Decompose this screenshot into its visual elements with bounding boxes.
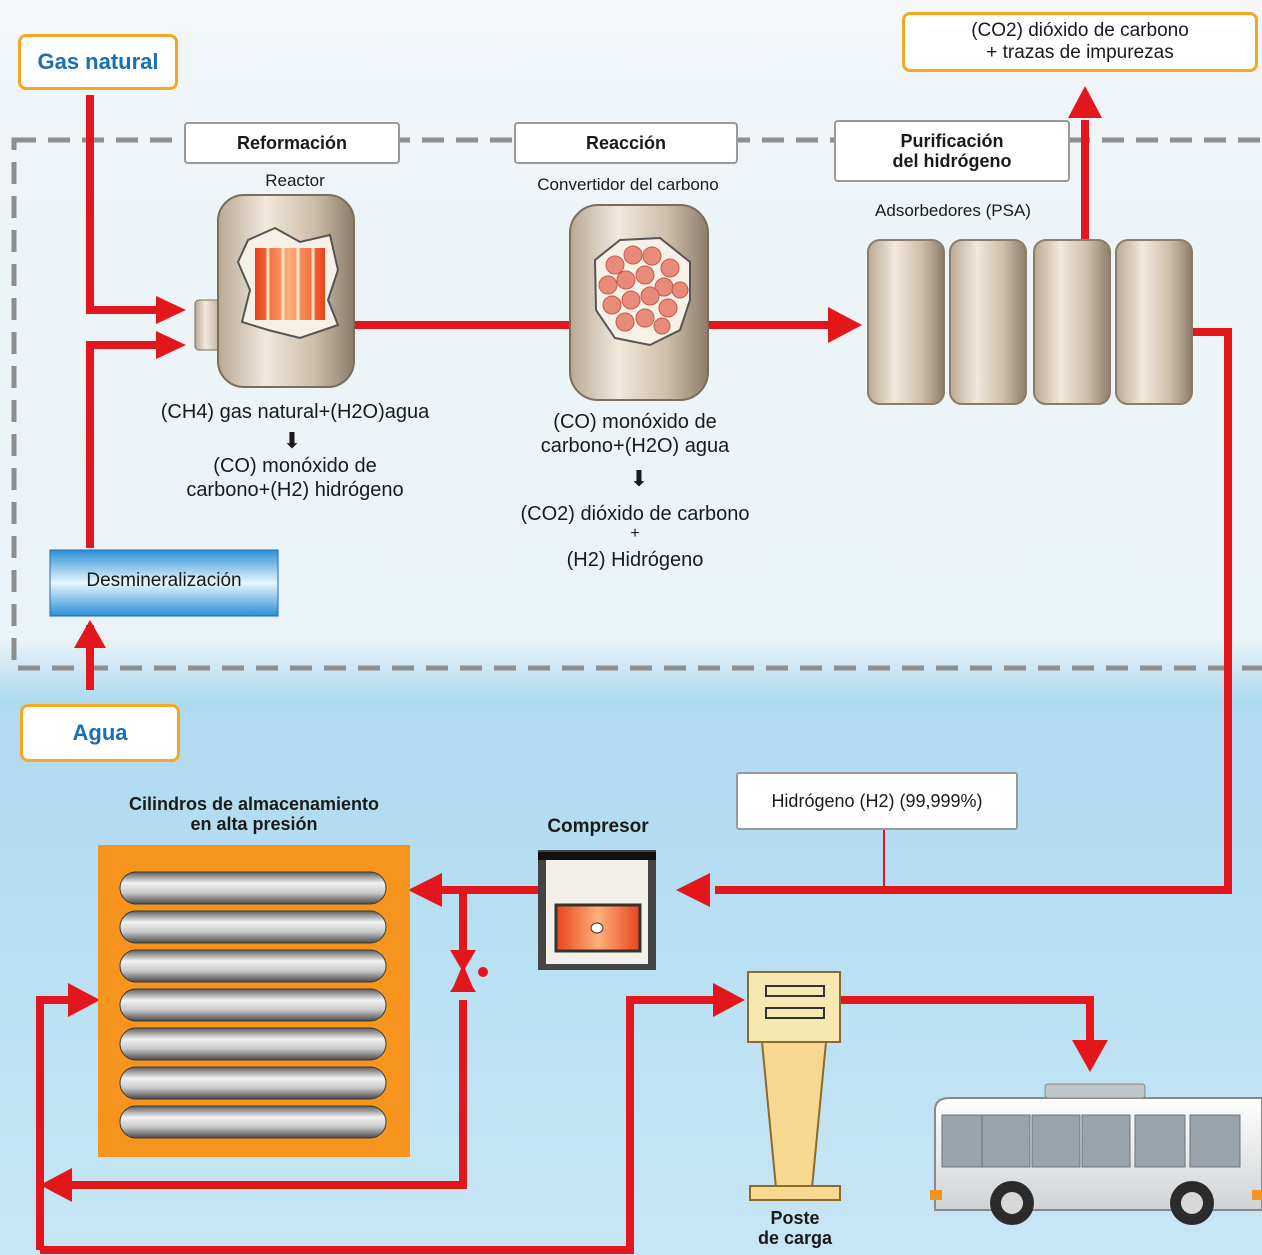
converter-icon <box>569 204 709 401</box>
co2-output-line1: (CO2) dióxido de carbono <box>971 20 1189 41</box>
cilindros-label-line2: en alta presión <box>190 814 318 834</box>
co2-output-box: (CO2) dióxido de carbono + trazas de imp… <box>902 12 1258 72</box>
cilindros-label-line1: Cilindros de almacenamiento <box>128 794 380 814</box>
agua-input: Agua <box>20 704 180 762</box>
adsorbers-label: Adsorbedores (PSA) <box>875 201 1031 220</box>
reaccion-reactants-line1: (CO) monóxido de <box>553 411 717 433</box>
desmineralizacion-label: Desmineralización <box>86 570 242 591</box>
purificacion-title-line1: Purificación <box>900 131 1004 151</box>
converter-label: Convertidor del carbono <box>537 175 719 194</box>
compressor-icon <box>538 850 656 970</box>
purificacion-title-line2: del hidrógeno <box>892 151 1012 171</box>
reactor-label: Reactor <box>265 171 325 190</box>
reformacion-down-arrow: ⬇ <box>282 428 302 453</box>
charging-post-icon <box>747 971 841 1201</box>
reaccion-plus: + <box>630 525 640 542</box>
reaccion-title-text: Reacción <box>585 133 667 153</box>
co2-output-line2: + trazas de impurezas <box>986 42 1174 63</box>
stage-purificacion-title: Purificación del hidrógeno <box>834 120 1070 182</box>
reaccion-products-line1: (CO2) dióxido de carbono <box>520 503 750 525</box>
poste-label-line2: de carga <box>757 1228 833 1248</box>
flow-lines <box>36 95 1232 1254</box>
gas-natural-input: Gas natural <box>18 34 178 90</box>
hydrogen-purity-label: Hidrógeno (H2) (99,999%) <box>736 772 1018 830</box>
demineralization-unit <box>49 549 279 617</box>
reaccion-reactants-line2: carbono+(H2O) agua <box>540 435 730 457</box>
reactor-icon <box>194 194 355 388</box>
reformacion-reactants: (CH4) gas natural+(H2O)agua <box>160 401 430 423</box>
reaccion-down-arrow: ⬇ <box>629 466 649 491</box>
gas-natural-label: Gas natural <box>37 49 159 74</box>
reformacion-title-text: Reformación <box>236 133 348 153</box>
adsorbers-icon <box>867 239 1193 405</box>
reformacion-products-line2: carbono+(H2) hidrógeno <box>186 479 404 501</box>
bus-icon <box>930 1083 1262 1225</box>
reaccion-products-line2: (H2) Hidrógeno <box>566 549 704 571</box>
compresor-label: Compresor <box>547 816 649 837</box>
agua-label: Agua <box>72 720 128 745</box>
hydrogen-purity-text: Hidrógeno (H2) (99,999%) <box>771 790 983 811</box>
stage-reformacion-title: Reformación <box>184 122 400 164</box>
stage-reaccion-title: Reacción <box>514 122 738 164</box>
storage-cylinders-icon <box>98 845 410 1157</box>
poste-label-line1: Poste <box>770 1208 820 1228</box>
valve-icon <box>450 950 488 992</box>
reformacion-products-line1: (CO) monóxido de <box>213 455 377 477</box>
